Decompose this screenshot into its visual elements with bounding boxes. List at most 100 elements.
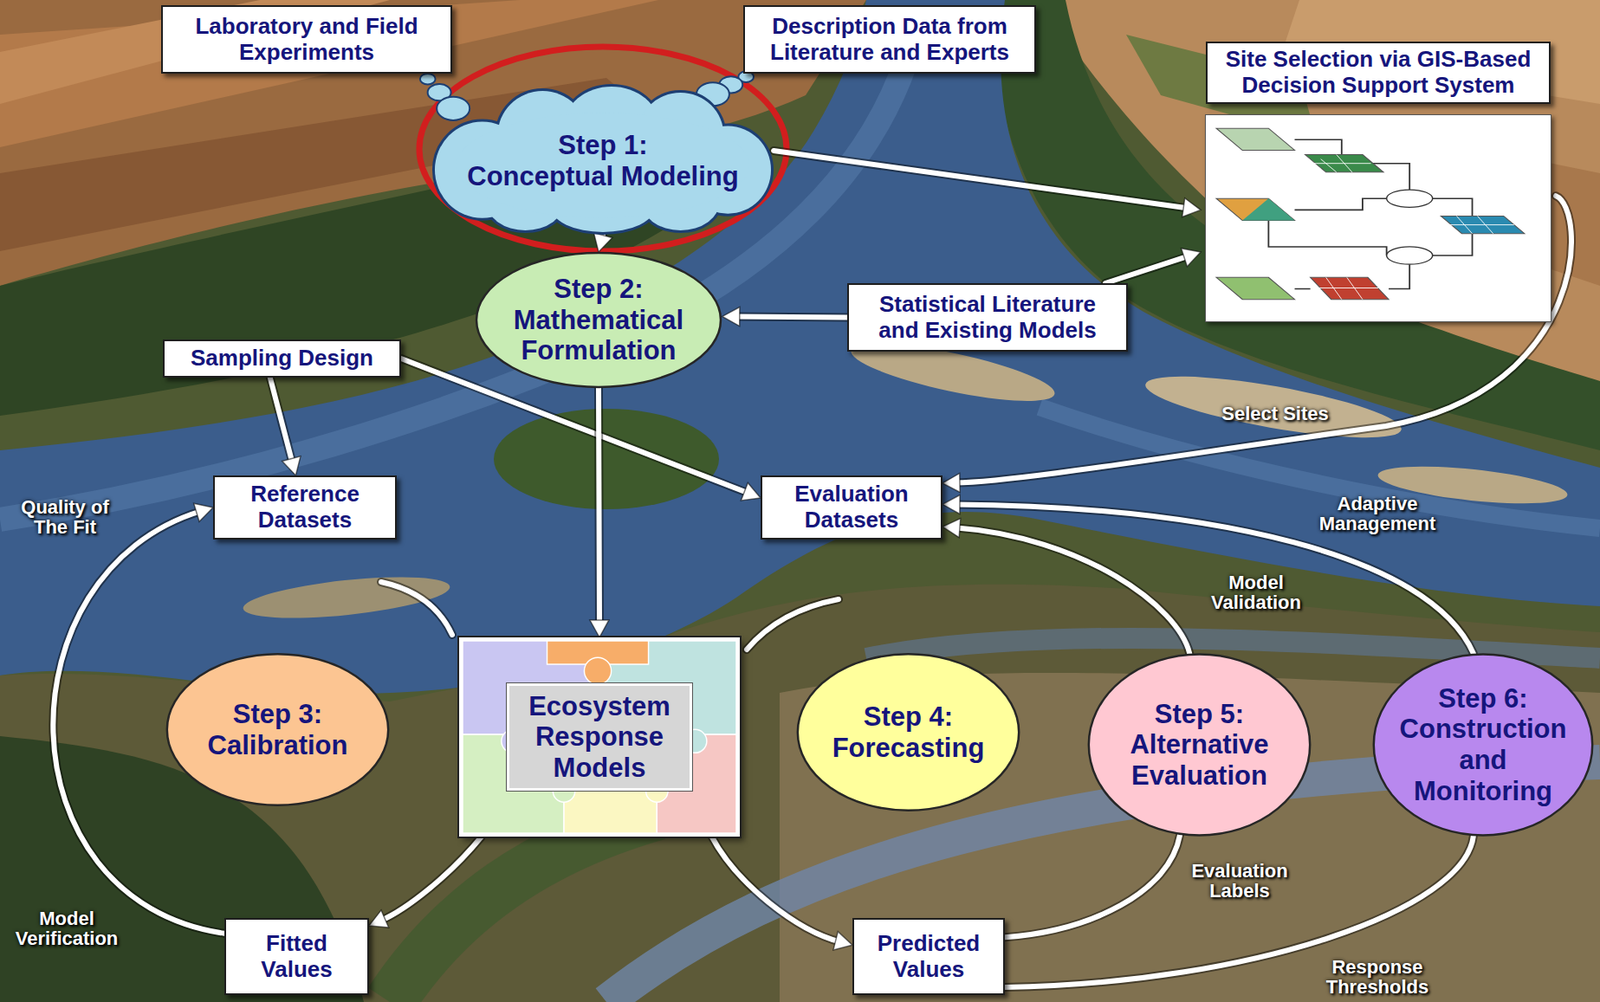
connector (712, 836, 853, 951)
node-text: Step 4: (863, 701, 953, 733)
node-text: Ecosystem Response Models (528, 691, 671, 784)
connector-shadow (773, 150, 1189, 209)
tree-line (1268, 220, 1387, 256)
note-label: Model Verification (15, 908, 119, 949)
node-text: Sampling Design (190, 345, 374, 372)
edge-label: Response Thresholds (1326, 957, 1430, 998)
connector-shadow (1105, 255, 1190, 284)
connector-shadow (954, 527, 1190, 654)
cycle-arc (746, 599, 839, 650)
text-group: Statistical Literature and Existing Mode… (866, 291, 1109, 344)
text-group: Step 6:Construction and Monitoring (1399, 683, 1568, 808)
connector-line (270, 377, 293, 465)
connector-shadow (1004, 835, 1180, 938)
node-text: Calibration (207, 730, 349, 762)
arrow-head (722, 307, 740, 327)
node-text: Construction and Monitoring (1399, 713, 1568, 807)
connector-line (1105, 255, 1190, 284)
map-grid (1326, 277, 1342, 299)
connector-line (380, 836, 482, 921)
connector-line (598, 388, 600, 626)
text-group: Step 3:Calibration (207, 699, 349, 761)
cycle-arc (381, 582, 453, 635)
cloud-lobe (456, 112, 750, 218)
input-box: Description Data from Literature and Exp… (743, 5, 1037, 74)
connector (1105, 248, 1201, 284)
connector-line (734, 317, 848, 318)
scene-shape (493, 408, 720, 510)
connector (369, 836, 482, 928)
map-grid (1312, 162, 1372, 164)
gis-panel (1204, 114, 1552, 323)
text-group: Step 5:Alternative Evaluation (1129, 699, 1269, 792)
node-text: Conceptual Modeling (466, 161, 739, 193)
node-text: Evaluation Datasets (794, 481, 908, 534)
model-label-box: Ecosystem Response Models (506, 683, 693, 792)
arrow-head (369, 910, 389, 928)
tree-line (1295, 198, 1387, 210)
arrow-head (1181, 248, 1201, 267)
arrow-head (942, 494, 960, 514)
connector (589, 388, 609, 638)
scene-shape (0, 17, 919, 520)
ellipse-outline (1088, 654, 1310, 836)
ellipse-outline (797, 654, 1019, 810)
map-layer (1440, 215, 1524, 234)
step-ellipse: Step 4:Forecasting (796, 653, 1021, 812)
connector (773, 150, 1201, 218)
connector-line (712, 836, 842, 943)
scene-shape (0, 584, 1600, 1002)
heading-box: Site Selection via GIS-Based Decision Su… (1205, 41, 1551, 104)
node-text: Step 6: (1438, 683, 1528, 715)
text-group: Sampling Design (190, 345, 374, 372)
puzzle-piece (583, 657, 611, 685)
connector (420, 73, 470, 121)
tree-line (1432, 233, 1473, 256)
arrow-head (194, 503, 214, 522)
scene-shape (0, 0, 1600, 694)
node-text: Step 1: (557, 129, 648, 162)
cloud-lobe (456, 112, 750, 218)
edge-label: Model Validation (1211, 572, 1302, 613)
thought-cloud: Step 1:Conceptual Modeling (430, 86, 776, 236)
text-group: Fitted Values (260, 931, 332, 984)
output-box: Fitted Values (224, 918, 370, 996)
cycle-arc-shadow (381, 582, 453, 635)
connector (942, 518, 1190, 655)
edge-label: Select Sites (1221, 403, 1329, 424)
gis-node: Site Selection via GIS-Based Decision Su… (1200, 41, 1556, 323)
node-text: Step 5: (1154, 699, 1244, 731)
node-text: Forecasting (832, 732, 985, 765)
arrow-head (833, 932, 853, 951)
connector-shadow (712, 836, 842, 943)
connector-line (773, 150, 1189, 209)
connector-shadow (734, 317, 848, 318)
scene-shape (0, 138, 745, 416)
text-group: Evaluation Datasets (794, 481, 908, 534)
gis-illustration (1205, 115, 1551, 322)
connector-shadow (380, 836, 482, 921)
connector (1004, 835, 1180, 938)
ellipse-outline (476, 252, 721, 388)
arrow-head (589, 620, 609, 638)
connector-shadow (270, 377, 293, 465)
map-layer (1310, 277, 1389, 299)
text-group: Step 1:Conceptual Modeling (466, 129, 739, 192)
ellipse-outline (1373, 654, 1593, 836)
node-text: Alternative Evaluation (1129, 729, 1269, 791)
node-text: Reference Datasets (250, 481, 360, 534)
arrow-head (282, 456, 301, 476)
node-text: Description Data from Literature and Exp… (755, 13, 1024, 66)
map-grid (1449, 224, 1515, 226)
ellipse-outline (167, 654, 389, 806)
arrow-head (740, 482, 761, 501)
map-layer (1216, 198, 1295, 221)
text-group: Description Data from Literature and Exp… (755, 13, 1024, 66)
highlight-ring (419, 46, 787, 252)
edge-label: Quality of The Fit (11, 497, 120, 538)
connector-line (954, 527, 1190, 654)
map-layer (1305, 154, 1384, 172)
node-text: Laboratory and Field Experiments (181, 13, 433, 66)
decision-oval (1386, 246, 1433, 265)
